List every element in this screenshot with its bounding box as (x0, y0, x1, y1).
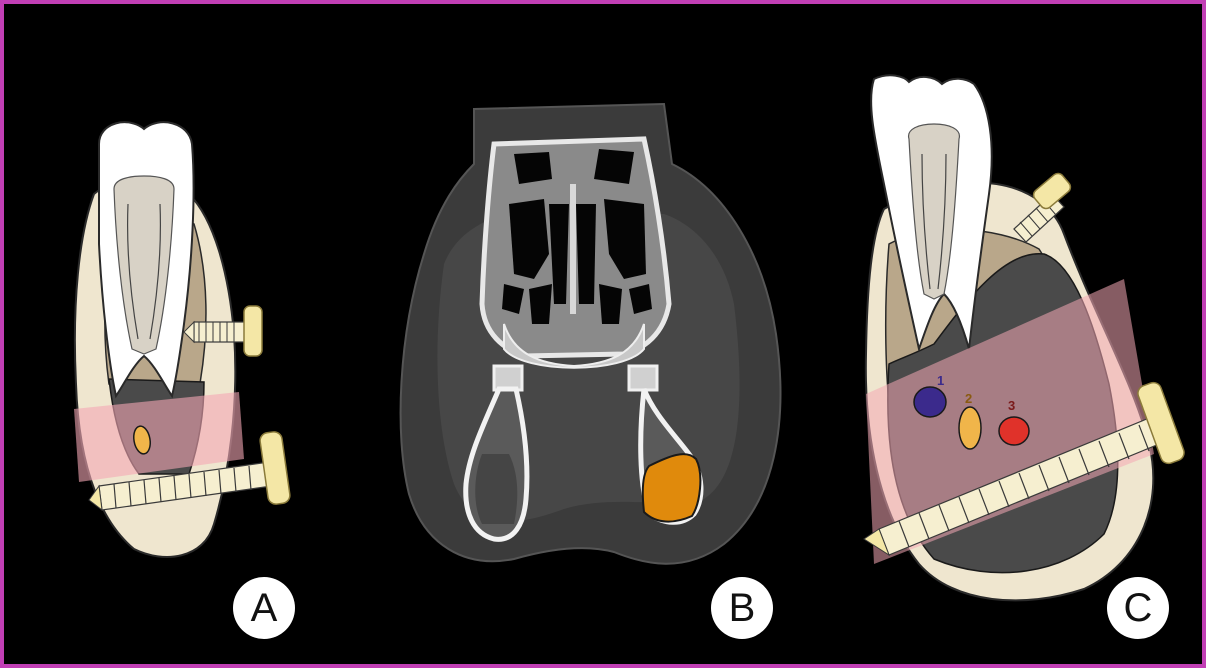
panel-label-c: C (1107, 577, 1169, 639)
panel-label-a: A (233, 577, 295, 639)
marker-1-label: 1 (937, 373, 944, 388)
ct-highlight-region (643, 454, 701, 521)
panel-label-b: B (711, 577, 773, 639)
marker-2-dot (959, 407, 981, 449)
marker-1-dot (914, 387, 946, 417)
marker-3-label: 3 (1008, 398, 1015, 413)
panel-a-illustration (74, 122, 291, 557)
panel-c-illustration: 1 2 3 (864, 75, 1186, 600)
diagram-canvas: 1 2 3 (4, 4, 1206, 668)
ct-scan-icon (401, 104, 781, 564)
marker-2-label: 2 (965, 391, 972, 406)
marker-3-dot (999, 417, 1029, 445)
